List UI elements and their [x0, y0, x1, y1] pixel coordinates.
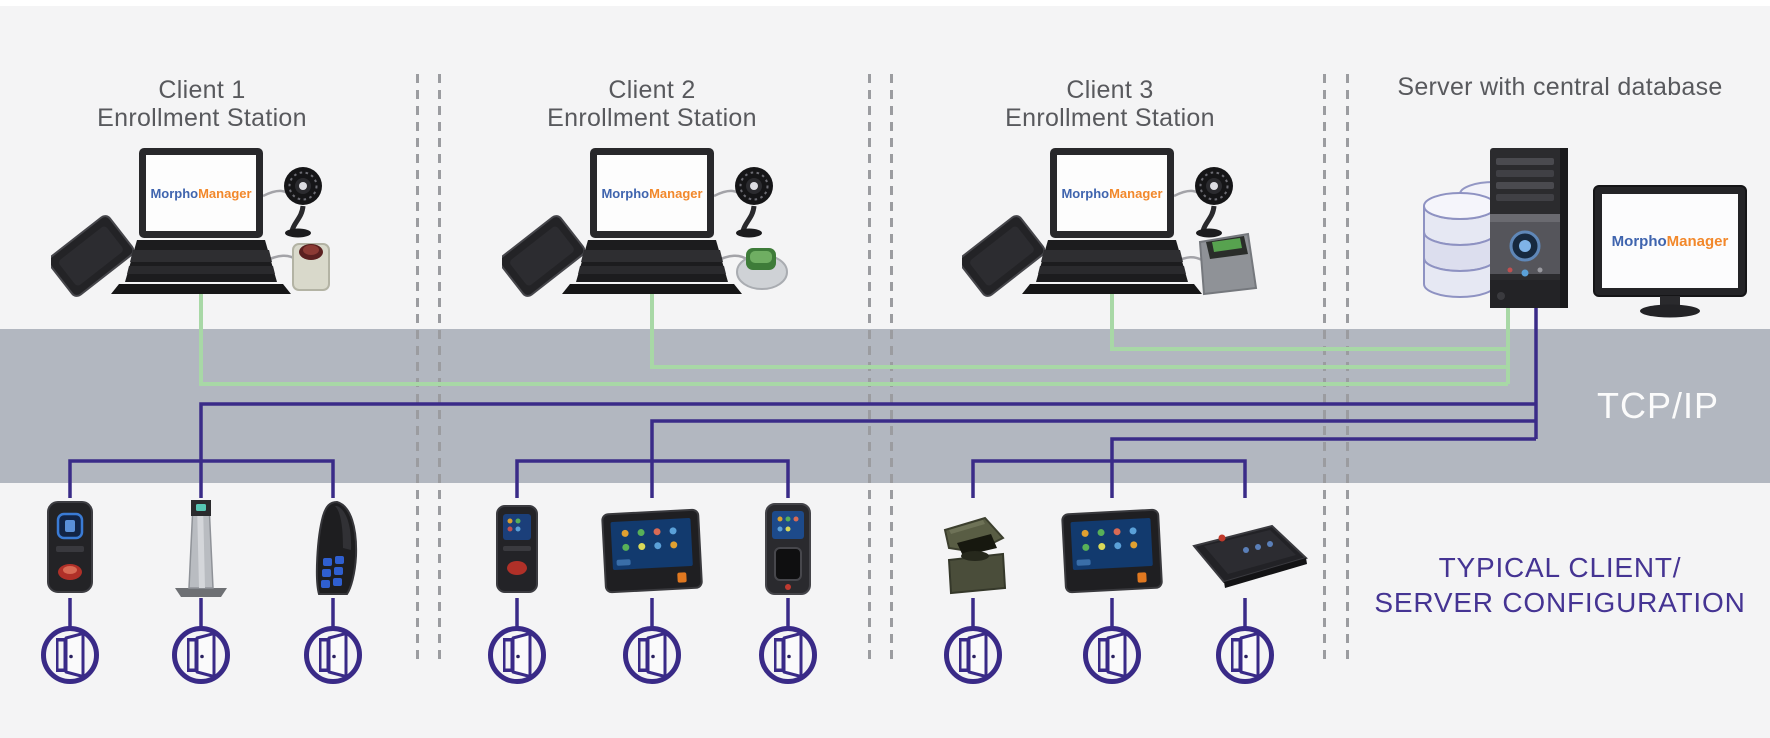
app-icons — [616, 527, 678, 566]
group1-bus — [68, 459, 335, 498]
device-screen — [772, 511, 804, 539]
device-fingerprint-terminal — [765, 503, 811, 595]
group2-bus — [515, 459, 790, 498]
client3-title-line1: Client 3 — [1066, 76, 1154, 104]
server-with-database: MorphoManager — [1423, 148, 1747, 318]
purple-links — [68, 306, 1538, 629]
client1-enrollment-station: MorphoManager — [51, 148, 330, 297]
diagram-caption: TYPICAL CLIENT/ SERVER CONFIGURATION — [1330, 550, 1770, 620]
laptop: MorphoManager — [111, 148, 291, 294]
device-tower-reader — [175, 500, 227, 597]
separator-dash-3a — [1323, 74, 1326, 666]
laptop: MorphoManager — [1022, 148, 1202, 294]
external-drive — [502, 215, 586, 297]
connection-lines — [0, 292, 1538, 738]
client3-title-line2: Enrollment Station — [1005, 104, 1215, 132]
brand-mark — [677, 572, 687, 583]
device-wall-reader — [47, 501, 93, 593]
door-icon — [947, 629, 1000, 682]
fingerprint-scanner — [736, 248, 788, 290]
client2-title-line2: Enrollment Station — [547, 104, 757, 132]
column-title-client1: Client 1 Enrollment Station — [0, 76, 412, 132]
laptop-screen — [146, 155, 256, 231]
laptop-base — [1022, 284, 1202, 294]
tcpip-label: TCP/IP — [1597, 385, 1720, 426]
separator-dash-3b — [1346, 74, 1349, 666]
device-curved-reader — [315, 500, 358, 595]
device-touchscreen-terminal — [1061, 508, 1163, 594]
laptop-base — [111, 284, 291, 294]
webcam — [735, 167, 773, 238]
green-links — [199, 292, 1510, 386]
column-title-client2: Client 2 Enrollment Station — [442, 76, 862, 132]
morphomanager-logo: MorphoManager — [150, 186, 251, 201]
column-title-client3: Client 3 Enrollment Station — [900, 76, 1320, 132]
keypad — [321, 556, 344, 588]
separator-dash-2b — [890, 74, 893, 666]
client2-green-link — [650, 294, 1508, 369]
laptop-base — [562, 284, 742, 294]
column-title-server: Server with central database — [1350, 73, 1770, 101]
device-compact-terminal — [496, 505, 538, 593]
door-icon — [762, 629, 815, 682]
group2-main-link — [650, 419, 1536, 498]
external-drive — [51, 215, 135, 297]
device-touchscreen-terminal — [601, 508, 703, 594]
morphomanager-logo: MorphoManager — [601, 186, 702, 201]
fingerprint-scanner — [292, 243, 330, 291]
client3-enrollment-station: MorphoManager — [962, 148, 1258, 297]
scanner-opening — [957, 534, 997, 556]
mini-screen — [196, 504, 206, 511]
laptop-screen — [1057, 155, 1167, 231]
door-icon — [44, 629, 97, 682]
client3-green-link — [1110, 292, 1508, 351]
monitor: MorphoManager — [1593, 185, 1747, 318]
door-icon — [1219, 629, 1272, 682]
device-desktop-fingerprint-scanner — [943, 516, 1007, 595]
webcam — [1195, 167, 1233, 238]
client2-title-line1: Client 2 — [608, 76, 696, 104]
group3-main-link — [1110, 437, 1536, 498]
app-icons — [1076, 527, 1138, 566]
fingerprint-scanner — [1198, 232, 1258, 296]
device-flat-panel-reader — [1192, 524, 1308, 588]
client1-green-link — [199, 294, 1508, 386]
client1-title-line1: Client 1 — [158, 76, 246, 104]
door-icon — [307, 629, 360, 682]
caption-line1: TYPICAL CLIENT/ — [1438, 552, 1682, 583]
server-title-line1: Server with central database — [1397, 73, 1723, 101]
separator-dash-1b — [438, 74, 441, 666]
external-drive — [962, 215, 1046, 297]
morphomanager-logo: MorphoManager — [1612, 233, 1729, 250]
tcpip-band — [0, 329, 1770, 483]
server-tower — [1490, 148, 1568, 308]
client2-enrollment-station: MorphoManager — [502, 148, 788, 297]
door-icon — [491, 629, 544, 682]
client1-title-line2: Enrollment Station — [97, 104, 307, 132]
caption-line2: SERVER CONFIGURATION — [1374, 587, 1746, 618]
separator-dash-2a — [868, 74, 871, 666]
laptop-screen — [597, 155, 707, 231]
brand-mark — [1137, 572, 1147, 583]
door-icon — [1086, 629, 1139, 682]
group3-bus — [971, 459, 1247, 498]
morphomanager-logo: MorphoManager — [1061, 186, 1162, 201]
fingerprint-window — [774, 547, 802, 581]
door-icon — [175, 629, 228, 682]
door-icon — [626, 629, 679, 682]
laptop: MorphoManager — [562, 148, 742, 294]
separator-dash-1a — [416, 74, 419, 666]
status-led — [1218, 534, 1226, 542]
monitor-screen — [1602, 194, 1738, 288]
panel-icons — [1243, 541, 1273, 553]
webcam — [284, 167, 322, 238]
group1-main-link — [199, 402, 1536, 498]
sensor-glow — [507, 561, 527, 575]
